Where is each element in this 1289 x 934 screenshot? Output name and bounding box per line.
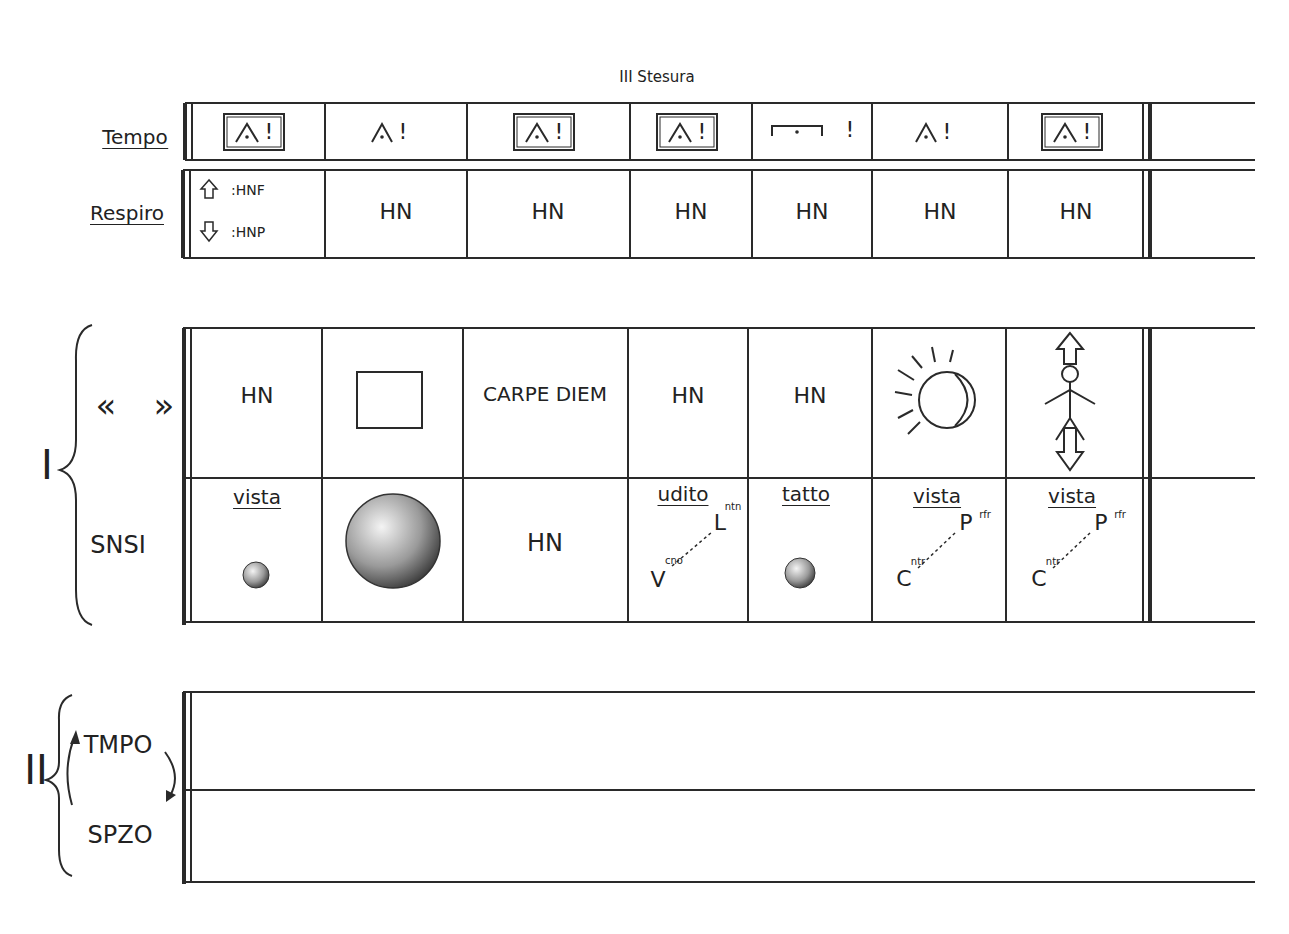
sense-label: tatto [782, 484, 830, 506]
point-sub: rfr [979, 510, 991, 520]
tempo-mark: ! [1083, 121, 1092, 143]
tempo-mark: ! [555, 121, 564, 143]
breath-key: :HNP [231, 225, 265, 239]
point-letter: P [959, 512, 972, 534]
breath-mark: HN [796, 201, 829, 223]
point-sub: ntn [725, 502, 742, 512]
breath-mark: HN [1060, 201, 1093, 223]
point-sub: cno [665, 556, 683, 566]
tempo-mark: ! [943, 121, 952, 143]
point-letter: V [650, 569, 665, 591]
row-label: SPZO [87, 823, 152, 847]
point-letter: P [1094, 512, 1107, 534]
point-sub: ntr [1046, 557, 1060, 567]
breath-key: :HNF [231, 183, 265, 197]
point-sub: ntr [911, 557, 925, 567]
point-letter: C [1031, 568, 1046, 590]
tempo-mark: ! [265, 121, 274, 143]
draft-title: III Stesura [619, 70, 694, 85]
point-letter: C [896, 568, 911, 590]
cell-mark: HN [527, 531, 563, 555]
tempo-mark: ! [399, 121, 408, 143]
cell-text: CARPE DIEM [483, 384, 607, 404]
section-number: I [41, 445, 53, 485]
breath-mark: HN [532, 201, 565, 223]
quote-mark: « [96, 388, 117, 422]
cell-mark: HN [672, 385, 705, 407]
quote-mark: » [154, 388, 175, 422]
row-label: Respiro [90, 203, 164, 225]
tempo-mark: ! [846, 119, 855, 141]
cell-mark: HN [794, 385, 827, 407]
breath-mark: HN [675, 201, 708, 223]
row-label: TMPO [84, 733, 153, 757]
tempo-mark: ! [698, 121, 707, 143]
sense-label: vista [1048, 486, 1096, 508]
breath-mark: HN [924, 201, 957, 223]
sense-label: udito [657, 484, 708, 506]
point-letter: L [714, 512, 726, 534]
row-label: Tempo [102, 127, 168, 149]
sense-label: vista [233, 487, 281, 509]
cell-mark: HN [241, 385, 274, 407]
row-label: SNSI [90, 533, 146, 557]
point-sub: rfr [1114, 510, 1126, 520]
section-number: II [24, 750, 48, 790]
breath-mark: HN [380, 201, 413, 223]
sense-label: vista [913, 486, 961, 508]
